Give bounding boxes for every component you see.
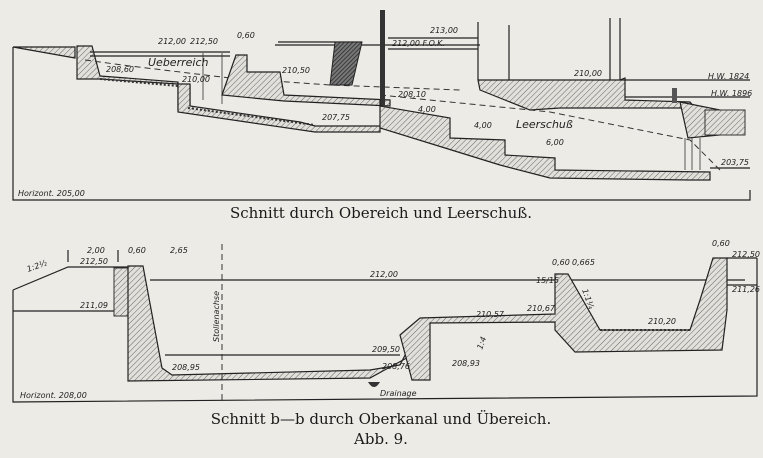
caption-bottom-section: Schnitt b—b durch Oberkanal und Übereich… [211, 410, 552, 428]
left-embankment [12, 46, 76, 59]
elevation-label: 210,00 [574, 69, 602, 78]
elevation-label: 211,09 [80, 301, 108, 310]
dimension-label: 6,00 [546, 138, 564, 147]
high-water-label: H.W. 1896 [711, 89, 752, 98]
masonry-block [113, 267, 129, 317]
right-channel [399, 257, 728, 381]
top-section-drawing: Ueberreich Leerschuß Horizont. 205,00 21… [12, 10, 752, 201]
elevation-label: 212,50 [80, 257, 108, 266]
bottom-frame [12, 258, 758, 403]
dimension-label: 4,00 [474, 121, 492, 130]
elevation-label: 210,20 [648, 317, 676, 326]
gate-structure [329, 41, 363, 86]
elevation-label: 212,00 [370, 270, 398, 279]
elevation-label: 212,50 [732, 250, 760, 259]
elevation-label: 212,00 [158, 37, 186, 46]
outlet-building [477, 77, 697, 111]
high-water-label: H.W. 1824 [708, 72, 749, 81]
leerschuss-steps [379, 100, 711, 181]
dimension-label: 0,60 [128, 246, 146, 255]
label-leerschuss: Leerschuß [516, 118, 573, 131]
elevation-label: 203,75 [721, 158, 749, 167]
dimension-label: 0,60 [237, 31, 255, 40]
label-horizont-bottom: Horizont. 208,00 [20, 391, 87, 400]
elevation-label: 212,00 F.O.K. [392, 39, 445, 48]
dimension-label: 4,00 [418, 105, 436, 114]
elevation-label: 212,50 [190, 37, 218, 46]
dimension-label: 2,65 [170, 246, 188, 255]
elevation-label: 211,26 [732, 285, 760, 294]
dimension-label: 0,60 [552, 258, 570, 267]
dimension-label: 0,60 [712, 239, 730, 248]
label-ueberreich: Ueberreich [148, 56, 208, 69]
elevation-label: 208,76 [382, 362, 410, 371]
dimension-label: 0,665 [572, 258, 595, 267]
bottom-section-drawing: 1:2½ 2,00 0,60 2,65 212,50 211,09 Stolle… [12, 239, 760, 403]
label-stollenachse: Stollenachse [212, 291, 221, 342]
elevation-label: 209,50 [372, 345, 400, 354]
elevation-label: 208,95 [172, 363, 200, 372]
slope-label: 1:4 [475, 336, 488, 351]
divider-wall [221, 54, 391, 107]
label-drainage: Drainage [380, 389, 417, 398]
elevation-label: 210,57 [476, 310, 505, 319]
top-frame [12, 47, 751, 201]
drainage-pipe [368, 382, 380, 387]
elevation-label: 207,75 [322, 113, 350, 122]
elevation-label: 208,93 [452, 359, 480, 368]
elevation-label: 208,60 [106, 65, 134, 74]
elevation-label: 210,67 [527, 304, 556, 313]
dimension-label: 2,00 [87, 246, 105, 255]
gate-spindle [380, 10, 385, 105]
elevation-label: 213,00 [430, 26, 458, 35]
slope-label: 1:2½ [26, 258, 49, 274]
brick-wall [704, 109, 746, 136]
figure-number: Abb. 9. [353, 430, 408, 448]
elevation-label: 208,10 [398, 90, 426, 99]
channel-floor [177, 83, 381, 133]
label-horizont-top: Horizont. 205,00 [18, 189, 85, 198]
left-embankment-profile [12, 266, 128, 291]
elevation-label: 210,50 [282, 66, 310, 75]
elevation-label: 210,00 [182, 75, 210, 84]
slope-label: 15/15 [536, 276, 559, 285]
caption-top-section: Schnitt durch Obereich und Leerschuß. [230, 204, 532, 222]
